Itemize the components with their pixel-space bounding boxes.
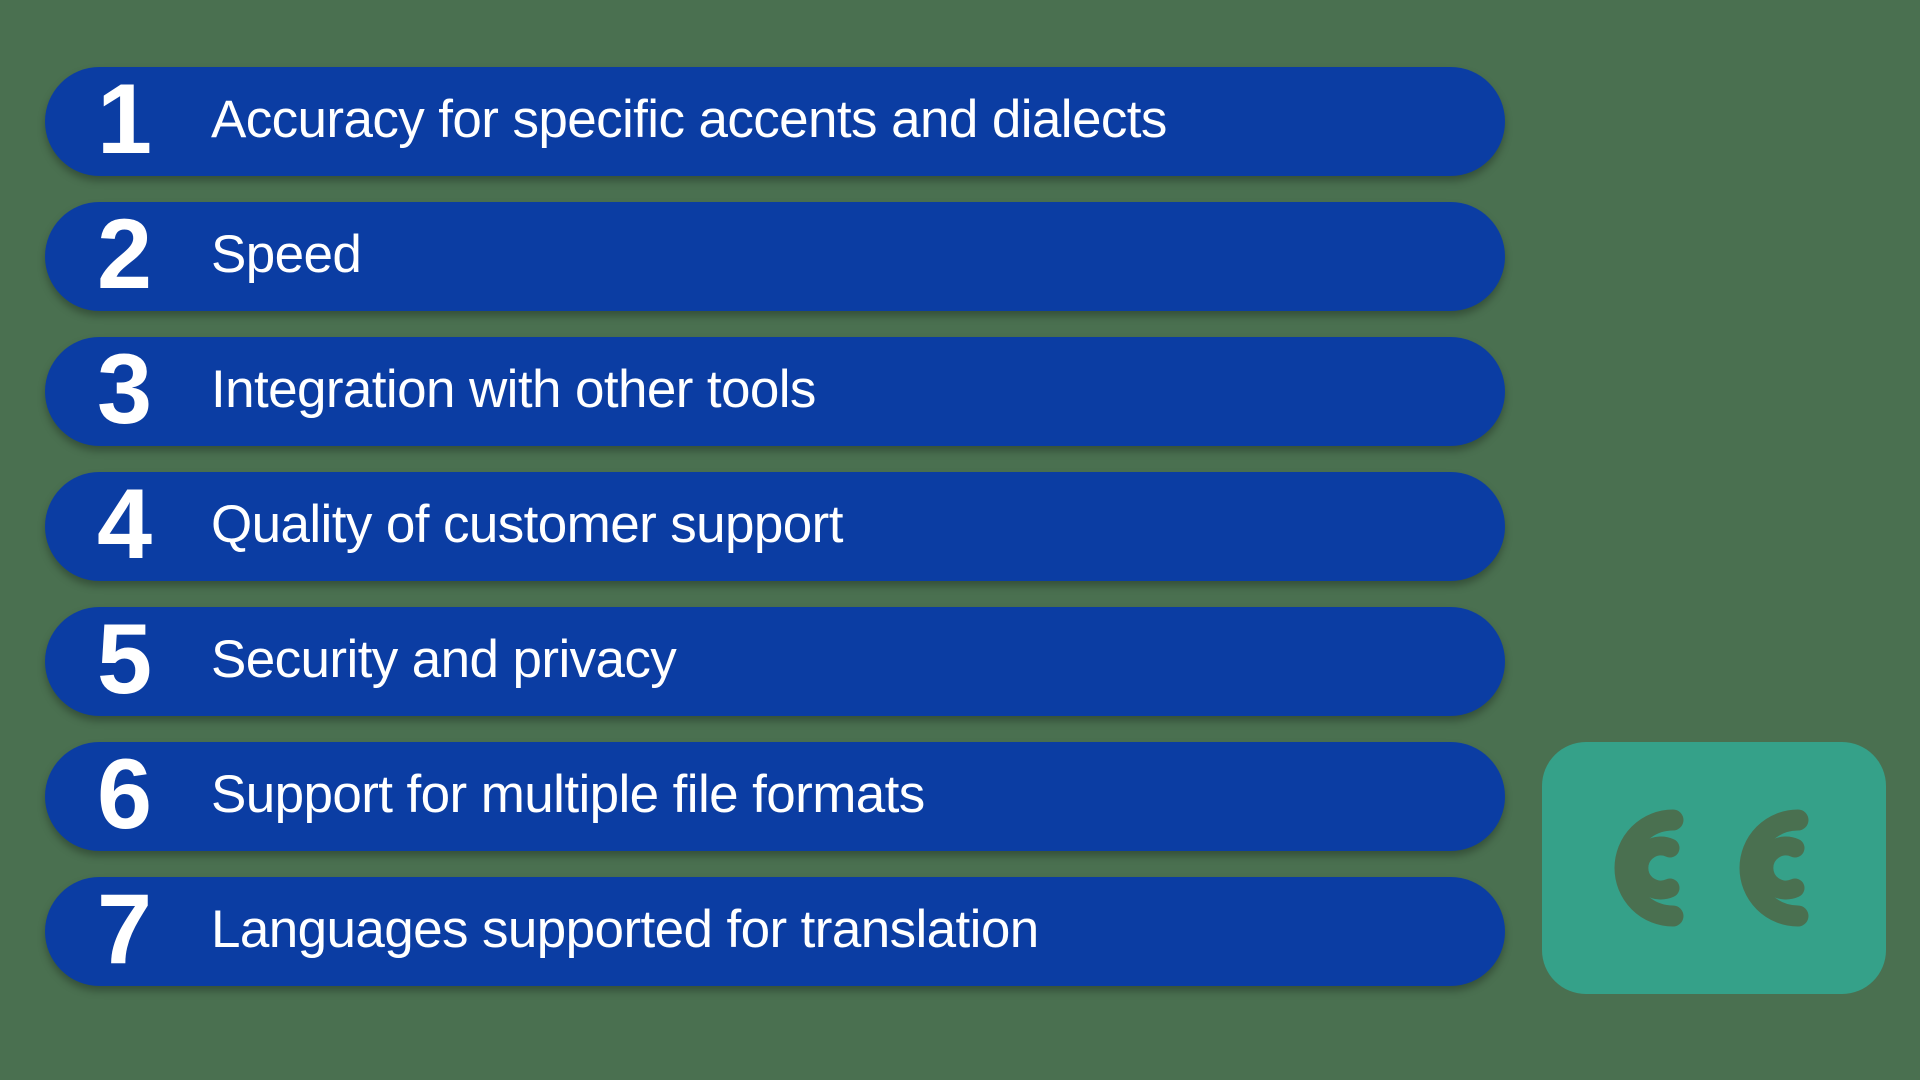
- cc-logo[interactable]: [1542, 742, 1886, 994]
- list-item[interactable]: 4 Quality of customer support: [45, 472, 1505, 581]
- list-item[interactable]: 1 Accuracy for specific accents and dial…: [45, 67, 1505, 176]
- numbered-criteria-list: 1 Accuracy for specific accents and dial…: [45, 67, 1505, 986]
- rank-number: 5: [97, 603, 152, 714]
- list-item[interactable]: 2 Speed: [45, 202, 1505, 311]
- list-item[interactable]: 7 Languages supported for translation: [45, 877, 1505, 986]
- list-item[interactable]: 6 Support for multiple file formats: [45, 742, 1505, 851]
- list-item[interactable]: 3 Integration with other tools: [45, 337, 1505, 446]
- rank-number: 2: [97, 198, 152, 309]
- rank-number: 3: [97, 333, 152, 444]
- list-item[interactable]: 5 Security and privacy: [45, 607, 1505, 716]
- item-label: Support for multiple file formats: [211, 765, 925, 824]
- item-label: Security and privacy: [211, 630, 677, 689]
- item-label: Speed: [211, 225, 362, 284]
- item-label: Quality of customer support: [211, 495, 843, 554]
- rank-number: 4: [97, 468, 152, 579]
- item-label: Languages supported for translation: [211, 900, 1039, 959]
- item-label: Integration with other tools: [211, 360, 816, 419]
- rank-number: 1: [97, 63, 152, 174]
- rank-number: 6: [97, 738, 152, 849]
- logo-background: [1542, 742, 1886, 994]
- item-label: Accuracy for specific accents and dialec…: [211, 90, 1167, 149]
- rank-number: 7: [97, 873, 152, 984]
